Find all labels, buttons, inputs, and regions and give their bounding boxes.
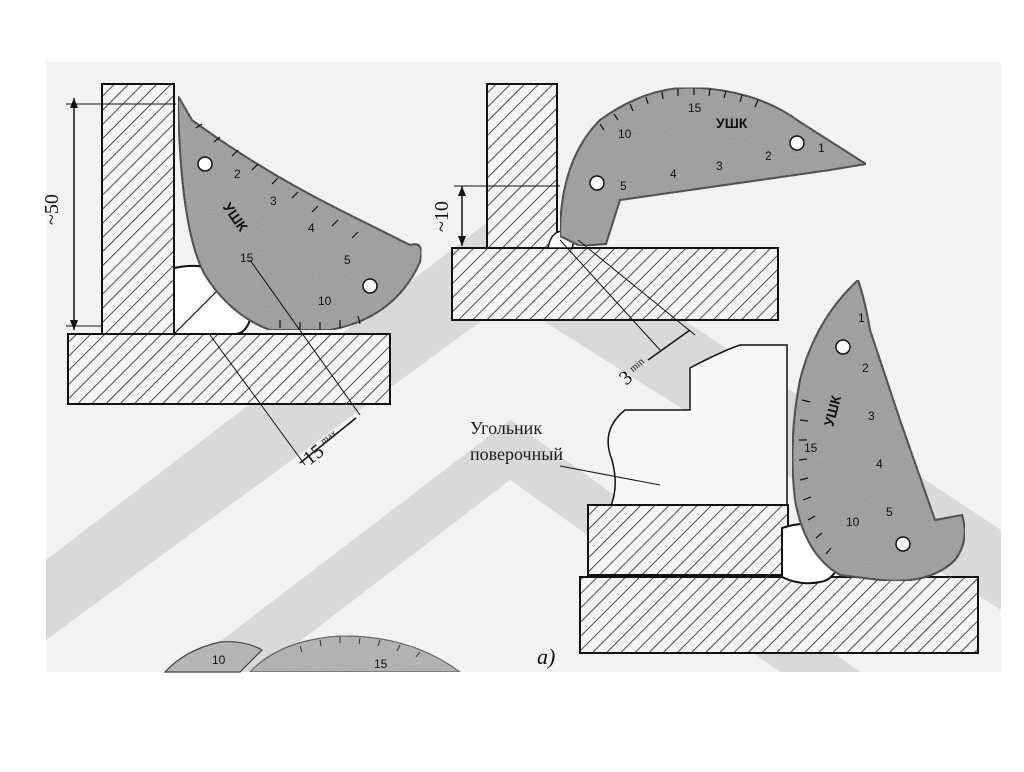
scale-mark: 15 xyxy=(374,657,388,671)
base-plate xyxy=(579,576,979,654)
scale-mark: 15 xyxy=(688,101,702,115)
scale-mark: 10 xyxy=(846,515,860,529)
left-figure: УШК 2 3 4 5 10 15 ~50 15 max xyxy=(41,83,423,470)
top-plate xyxy=(587,504,789,576)
scale-mark: 5 xyxy=(620,179,627,193)
scale-mark: 1 xyxy=(858,311,865,325)
vertical-plate xyxy=(101,83,175,335)
square-label-line2: поверочный xyxy=(470,444,563,464)
gauge-name: УШК xyxy=(716,115,748,131)
gauge-hole xyxy=(197,156,213,172)
dimension-label-10: ~10 xyxy=(431,201,453,232)
gauge-hole xyxy=(895,536,911,552)
right-figure: УШК 1 2 3 4 5 10 15 Угольник поверочный … xyxy=(470,278,979,669)
square-label-line1: Угольник xyxy=(470,418,542,438)
cropped-gauges: 15 10 xyxy=(163,635,462,673)
gauge-ushk-middle xyxy=(558,86,869,248)
dimension-line xyxy=(299,417,357,464)
leader-line xyxy=(559,465,661,486)
scale-mark: 2 xyxy=(234,167,241,181)
gauge-ushk-right xyxy=(791,278,966,582)
scale-mark: 3 xyxy=(868,409,875,423)
scale-mark: 15 xyxy=(804,441,818,455)
base-plate xyxy=(451,247,779,321)
vertical-plate xyxy=(486,83,558,249)
gauge-hole xyxy=(789,135,805,151)
dimension-label-50: ~50 xyxy=(41,194,63,225)
scale-mark: 1 xyxy=(818,141,825,155)
scale-mark: 5 xyxy=(344,253,351,267)
figure-label: а) xyxy=(537,644,555,669)
scale-mark: 10 xyxy=(212,653,226,667)
gauge-hole xyxy=(835,339,851,355)
scale-mark: 2 xyxy=(862,361,869,375)
scale-mark: 3 xyxy=(716,159,723,173)
scale-mark: 4 xyxy=(670,167,677,181)
scale-mark: 5 xyxy=(886,505,893,519)
scale-mark: 4 xyxy=(308,221,315,235)
scale-mark: 10 xyxy=(318,294,332,308)
check-square xyxy=(606,344,788,513)
scale-mark: 2 xyxy=(765,149,772,163)
gauge-hole xyxy=(362,278,378,294)
base-plate xyxy=(67,333,391,405)
scale-mark: 15 xyxy=(240,251,254,265)
gauge-hole xyxy=(589,175,605,191)
gauge-ushk-left xyxy=(176,92,423,331)
scale-mark: 3 xyxy=(270,194,277,208)
gauge-name: УШК xyxy=(821,393,845,428)
middle-figure: УШК 1 2 3 4 5 10 15 ~10 3 min xyxy=(431,83,869,390)
scale-mark: 4 xyxy=(876,457,883,471)
scale-mark: 10 xyxy=(618,127,632,141)
